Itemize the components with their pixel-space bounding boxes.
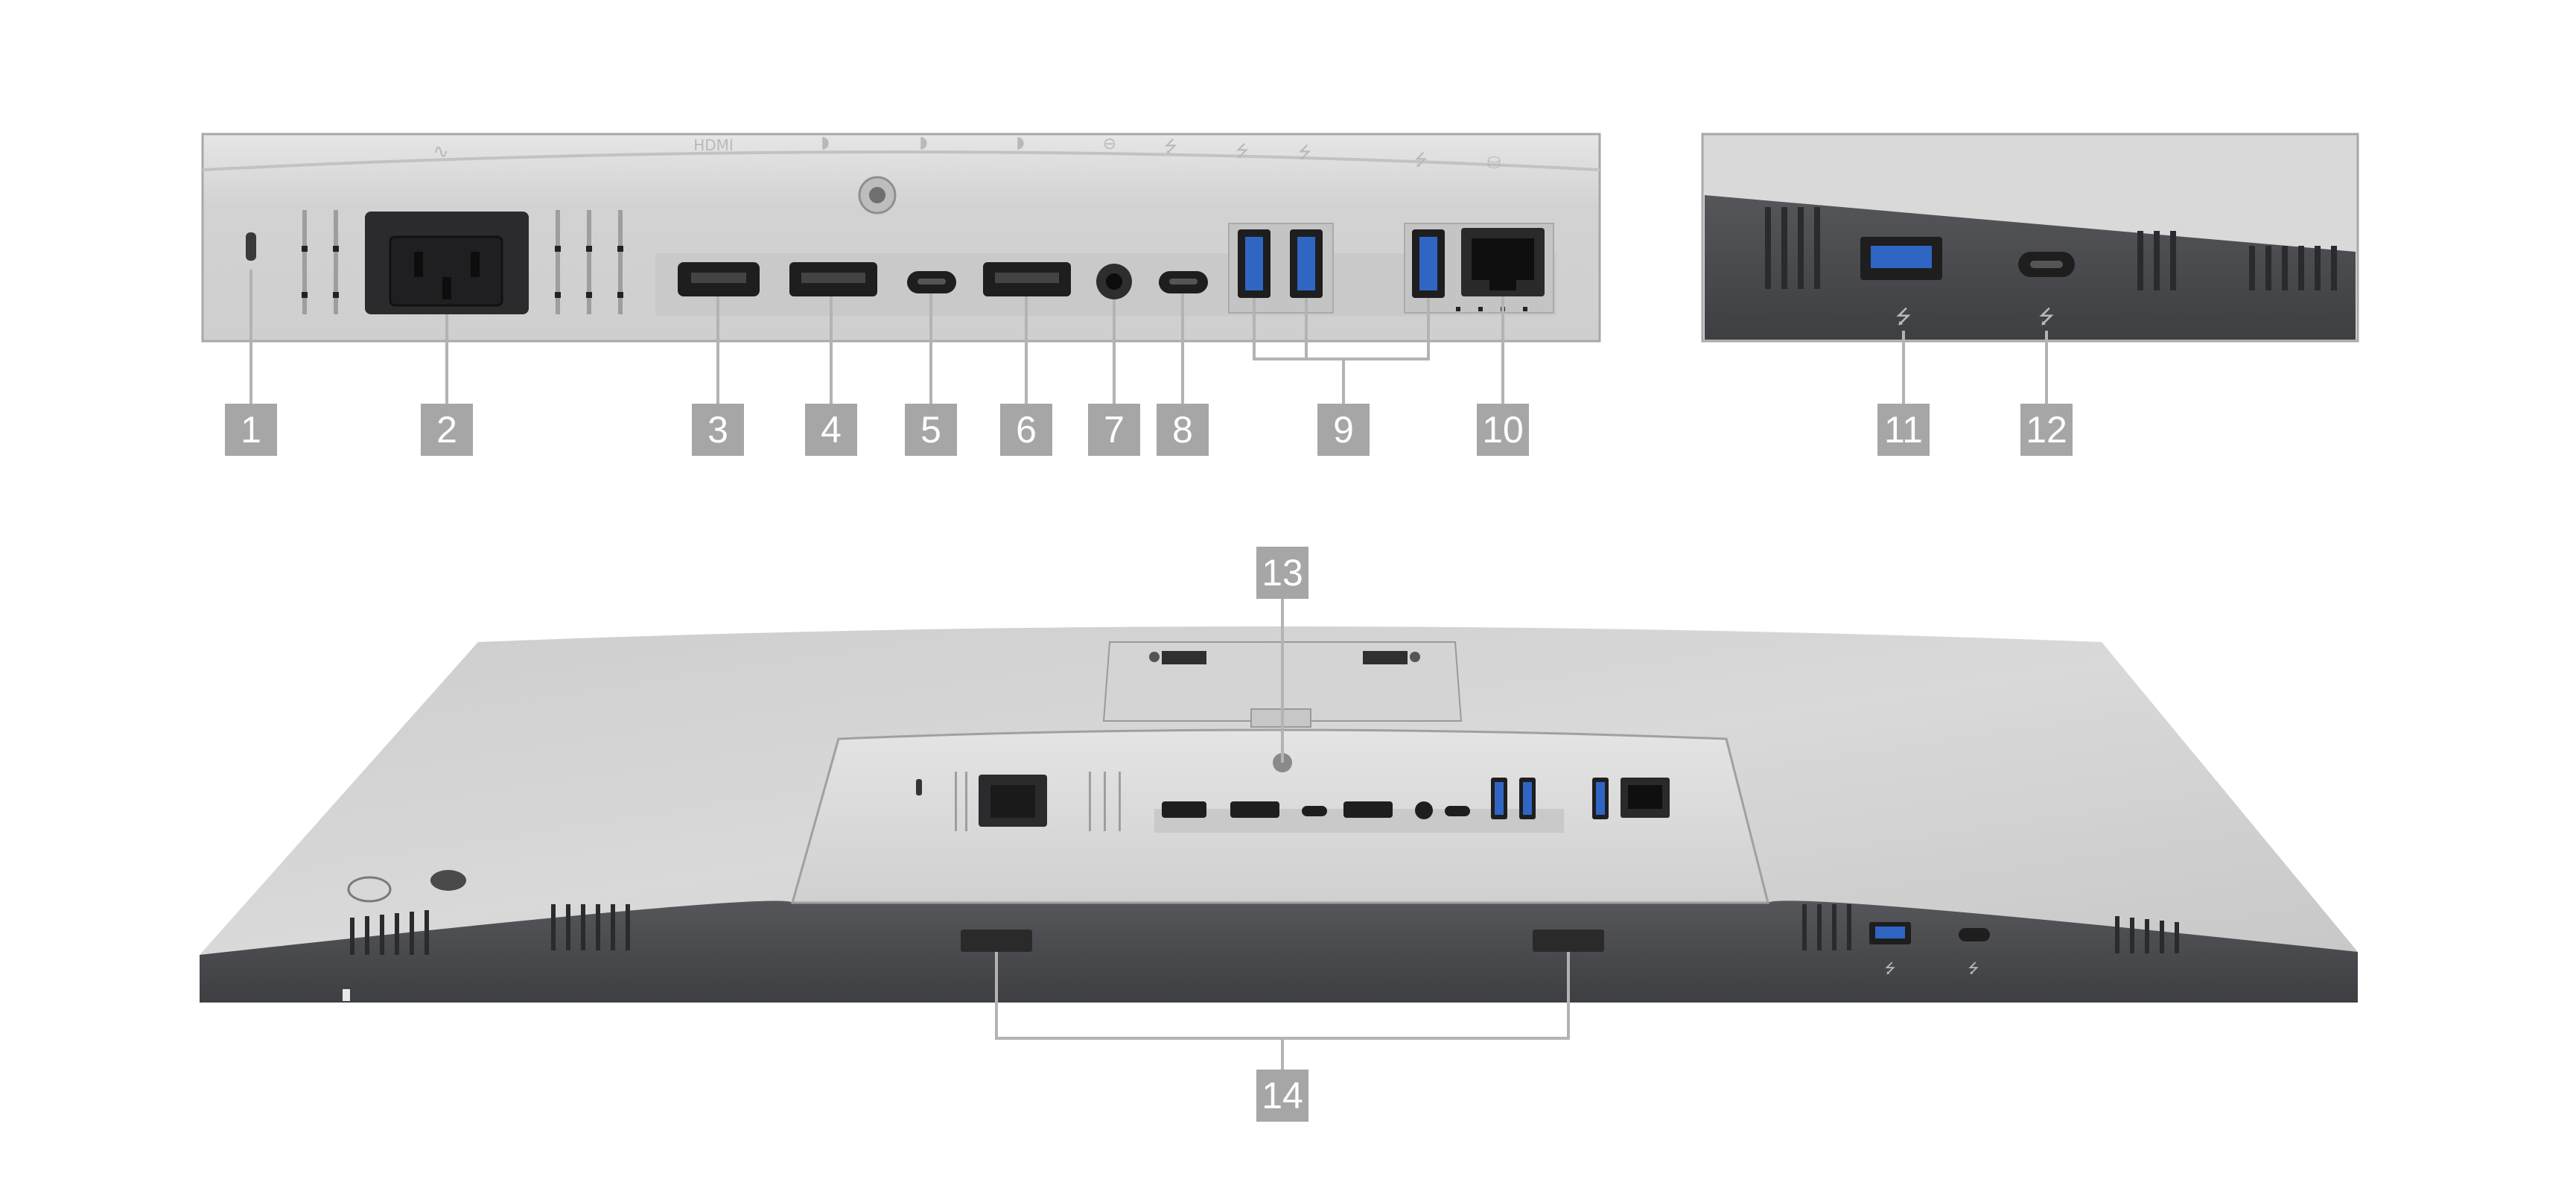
callout-8: 8 (1157, 404, 1209, 456)
svg-text:10: 10 (1482, 409, 1524, 451)
callout-1: 1 (225, 404, 277, 456)
callout-6: 6 (1000, 404, 1052, 456)
usb-down-3-icon: ⭍ (1414, 151, 1428, 170)
usb-side-icon: ⭍ (1895, 306, 1912, 328)
svg-text:6: 6 (1016, 409, 1037, 451)
usb-side-small-icon: ⭍ (1885, 961, 1896, 976)
usb-up-icon: ⭍ (1164, 138, 1177, 156)
svg-text:11: 11 (1884, 409, 1923, 451)
callout-4: 4 (805, 404, 857, 456)
dp-in-2-icon: ◗ (919, 133, 928, 152)
svg-text:8: 8 (1172, 409, 1193, 451)
stand-foot-right (1533, 930, 1604, 952)
svg-text:12: 12 (2026, 409, 2067, 451)
svg-text:1: 1 (241, 409, 261, 451)
dp-in-icon: ◗ (821, 133, 830, 152)
callout-11: 11 (1877, 404, 1930, 456)
usb-down-2-icon: ⭍ (1298, 144, 1311, 162)
svg-text:5: 5 (920, 409, 941, 451)
callout-7: 7 (1088, 404, 1140, 456)
usb-down-icon: ⭍ (1235, 142, 1249, 161)
power-led (343, 989, 350, 1001)
svg-text:7: 7 (1104, 409, 1125, 451)
usb-c-side-small-icon: ⭍ (1968, 961, 1979, 976)
stand-foot-left (961, 930, 1032, 952)
side-usb-closeup: ⭍ ⭍ (1701, 133, 2359, 343)
svg-text:2: 2 (436, 409, 457, 451)
callout-3: 3 (692, 404, 744, 456)
callout-5: 5 (905, 404, 957, 456)
callout-badges: 1 2 3 4 5 6 7 8 9 10 11 12 13 14 (225, 404, 2073, 1122)
dp-out-icon: ◗ (1016, 133, 1025, 152)
svg-text:9: 9 (1333, 409, 1354, 451)
callout-9: 9 (1317, 404, 1370, 456)
callout-13: 13 (1256, 547, 1308, 599)
rear-io-closeup: ∿ HDMI ◗ ◗ ◗ ⊖ ⭍ ⭍ ⭍ ⭍ ⛁ (201, 133, 1601, 343)
audio-out-icon: ⊖ (1103, 135, 1116, 153)
usb-c-side-port-small (1959, 928, 1990, 941)
callout-2: 2 (421, 404, 473, 456)
usb-c-side-icon: ⭍ (2038, 306, 2055, 328)
svg-text:3: 3 (707, 409, 728, 451)
power-symbol-icon: ∿ (433, 141, 449, 163)
callout-10: 10 (1477, 404, 1529, 456)
joystick (430, 870, 466, 891)
callout-14: 14 (1256, 1070, 1308, 1122)
power-button (347, 876, 392, 903)
hdmi-label: HDMI (693, 136, 734, 154)
svg-text:14: 14 (1262, 1075, 1303, 1116)
monitor-bottom-view: ⭍ ⭍ (200, 626, 2358, 1003)
callout-12: 12 (2020, 404, 2073, 456)
security-lock-slot (246, 232, 256, 261)
callout-leaders (249, 270, 2048, 1070)
network-icon: ⛁ (1487, 154, 1501, 173)
svg-text:13: 13 (1262, 552, 1303, 594)
svg-text:4: 4 (821, 409, 842, 451)
